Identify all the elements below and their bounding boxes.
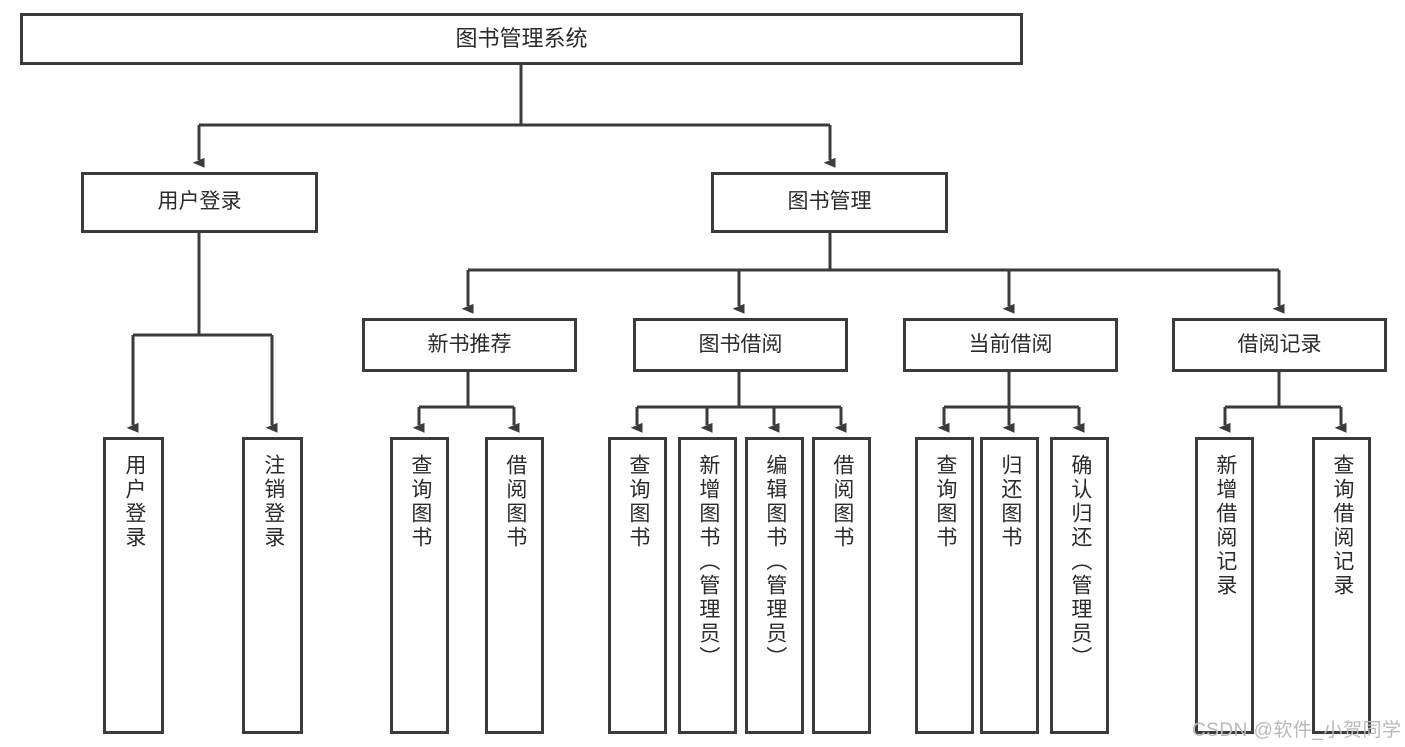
- leaf-node-label: 确认归还（管理员）: [1068, 454, 1092, 670]
- node-new-book-recommend[interactable]: 新书推荐: [362, 318, 577, 372]
- node-book-borrow-label: 图书借阅: [698, 332, 783, 356]
- leaf-node-label: 查询图书: [408, 454, 432, 550]
- leaf-node[interactable]: 编辑图书（管理员）: [745, 437, 804, 734]
- leaf-node[interactable]: 新增图书（管理员）: [678, 437, 737, 734]
- leaf-node-label: 注销登录: [261, 454, 285, 550]
- leaf-node-label: 新增图书（管理员）: [696, 454, 720, 670]
- leaf-node[interactable]: 查询图书: [915, 437, 974, 734]
- leaf-node-label: 查询借阅记录: [1330, 454, 1354, 598]
- leaf-node[interactable]: 确认归还（管理员）: [1050, 437, 1109, 734]
- leaf-node[interactable]: 新增借阅记录: [1195, 437, 1254, 734]
- leaf-node-label: 归还图书: [998, 454, 1022, 550]
- node-book-borrow[interactable]: 图书借阅: [633, 318, 848, 372]
- leaf-node[interactable]: 查询借阅记录: [1312, 437, 1371, 734]
- node-current-borrow-label: 当前借阅: [968, 332, 1053, 356]
- leaf-node-label: 借阅图书: [503, 454, 527, 550]
- leaf-node[interactable]: 查询图书: [390, 437, 449, 734]
- leaf-node[interactable]: 用户登录: [103, 437, 164, 734]
- leaf-node[interactable]: 借阅图书: [812, 437, 871, 734]
- node-current-borrow[interactable]: 当前借阅: [903, 318, 1118, 372]
- leaf-node-label: 查询图书: [933, 454, 957, 550]
- node-book-management-label: 图书管理: [787, 190, 872, 214]
- leaf-node-label: 查询图书: [626, 454, 650, 550]
- node-borrow-records[interactable]: 借阅记录: [1172, 318, 1387, 372]
- leaf-node-label: 新增借阅记录: [1213, 454, 1237, 598]
- node-new-book-recommend-label: 新书推荐: [427, 332, 512, 356]
- node-user-login-label: 用户登录: [157, 190, 242, 214]
- node-root[interactable]: 图书管理系统: [20, 13, 1023, 65]
- leaf-node[interactable]: 归还图书: [980, 437, 1039, 734]
- leaf-node[interactable]: 借阅图书: [485, 437, 544, 734]
- node-user-login[interactable]: 用户登录: [81, 172, 318, 233]
- leaf-node[interactable]: 查询图书: [608, 437, 667, 734]
- leaf-node-label: 用户登录: [122, 454, 146, 550]
- leaf-node-label: 借阅图书: [830, 454, 854, 550]
- leaf-node-label: 编辑图书（管理员）: [763, 454, 787, 670]
- node-root-label: 图书管理系统: [455, 26, 588, 52]
- node-book-management[interactable]: 图书管理: [711, 172, 948, 233]
- leaf-node[interactable]: 注销登录: [242, 437, 303, 734]
- node-borrow-records-label: 借阅记录: [1237, 332, 1322, 356]
- watermark: CSDN @软件_小贺同学: [1192, 720, 1402, 741]
